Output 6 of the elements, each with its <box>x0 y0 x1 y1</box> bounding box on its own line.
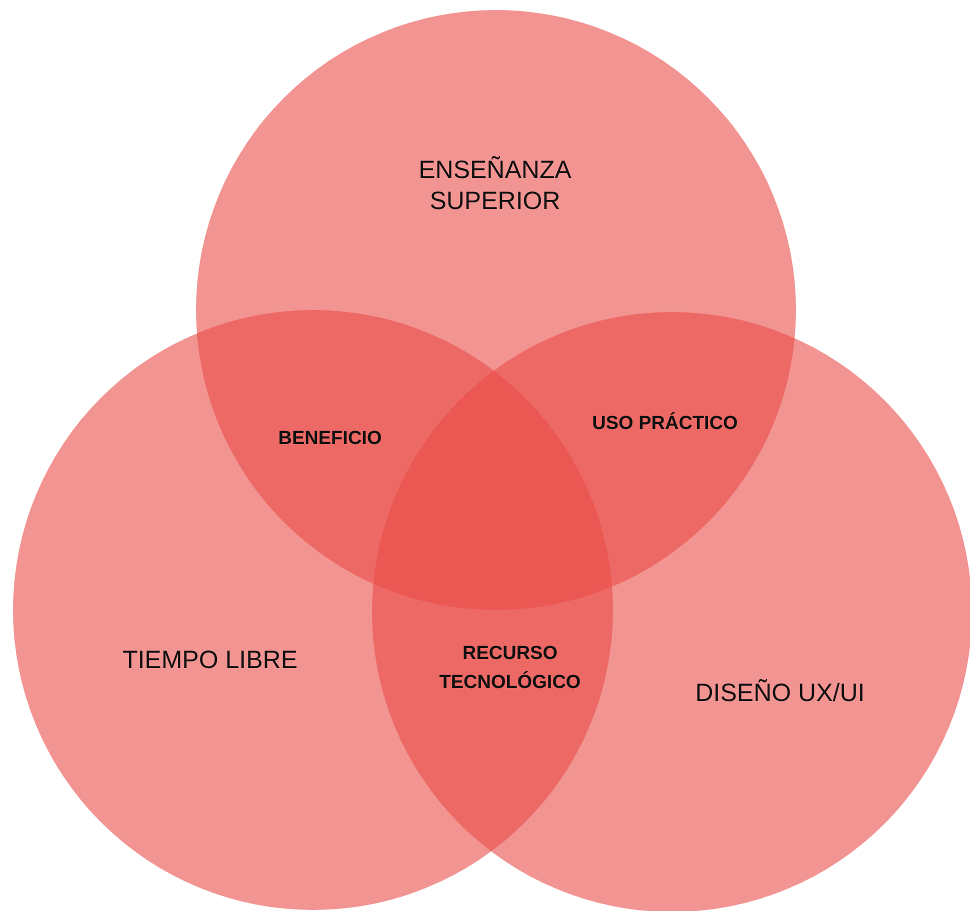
circle-label: ENSEÑANZA SUPERIOR <box>418 155 572 218</box>
overlap-label: USO PRÁCTICO <box>591 411 739 436</box>
circle-label: DISEÑO UX/UI <box>694 678 866 709</box>
overlap-label: RECURSO TECNOLÓGICO <box>438 642 582 694</box>
circle-label: TIEMPO LIBRE <box>121 645 299 676</box>
overlap-label: BENEFICIO <box>277 427 383 451</box>
